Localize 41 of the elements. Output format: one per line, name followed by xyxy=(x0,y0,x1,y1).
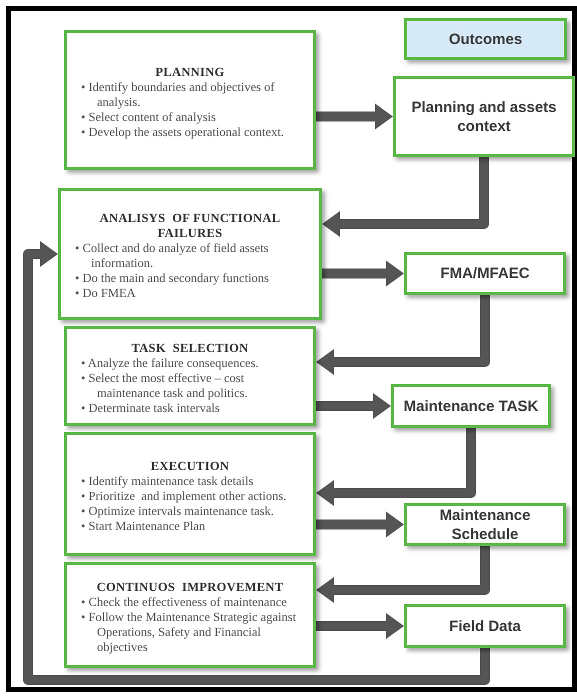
arrow xyxy=(23,241,490,685)
process-box xyxy=(64,562,316,668)
outcome-box: Planning and assets context xyxy=(393,76,575,157)
bullet-text: • Analyze the failure consequences. xyxy=(80,356,260,370)
bullet-text: • Develop the assets operational context. xyxy=(80,124,285,140)
bullet-text: • Do FMEA xyxy=(74,286,137,301)
bullet-text: • Determinate task intervals xyxy=(80,400,221,416)
process-box xyxy=(64,432,316,556)
arrow xyxy=(322,260,404,286)
bullet-text: • Do the main and secondary functions xyxy=(74,271,270,286)
bullet-text: • Select content of analysis xyxy=(80,110,217,124)
process-box xyxy=(64,30,316,170)
arrow xyxy=(322,157,489,237)
step-heading: PLANNING xyxy=(154,64,226,80)
arrow xyxy=(316,613,404,639)
arrow xyxy=(316,512,404,538)
process-box xyxy=(58,188,322,320)
outcome-box: Field Data xyxy=(404,604,566,648)
outcome-box: Maintenance TASK xyxy=(391,384,551,428)
step-heading: ANALISYS OF FUNCTIONAL FAILURES xyxy=(98,211,282,241)
arrow xyxy=(316,295,490,375)
bullet-text: • Prioritize and implement other actions. xyxy=(80,488,288,504)
step-heading: CONTINUOS IMPROVEMENT xyxy=(96,580,284,594)
bullet-text: • Start Maintenance Plan xyxy=(80,518,206,534)
step-heading: TASK SELECTION xyxy=(130,340,250,356)
bullet-text: • Optimize intervals maintenance task. xyxy=(80,504,275,518)
bullet-text: • Identify boundaries and objectives of analysis. xyxy=(80,80,276,110)
bullet-text: • Follow the Maintenance Strategic against Operations, Safety and Financial objectives xyxy=(80,610,298,654)
arrow xyxy=(316,393,391,419)
outcome-box: FMA/MFAEC xyxy=(404,252,566,295)
arrow xyxy=(316,104,393,130)
step-heading: EXECUTION xyxy=(150,458,230,474)
arrow xyxy=(316,546,490,603)
process-box xyxy=(64,326,316,426)
bullet-text: • Check the effectiveness of maintenance xyxy=(80,594,288,610)
bullet-text: • Select the most effective – cost maintenance task and politics. xyxy=(80,370,249,400)
arrow xyxy=(316,428,476,506)
outcome-box: Maintenance Schedule xyxy=(404,503,566,546)
bullet-text: • Identify maintenance task details xyxy=(80,474,254,488)
column-header: Outcomes xyxy=(404,18,567,60)
bullet-text: • Collect and do analyze of field assets information. xyxy=(74,241,270,271)
